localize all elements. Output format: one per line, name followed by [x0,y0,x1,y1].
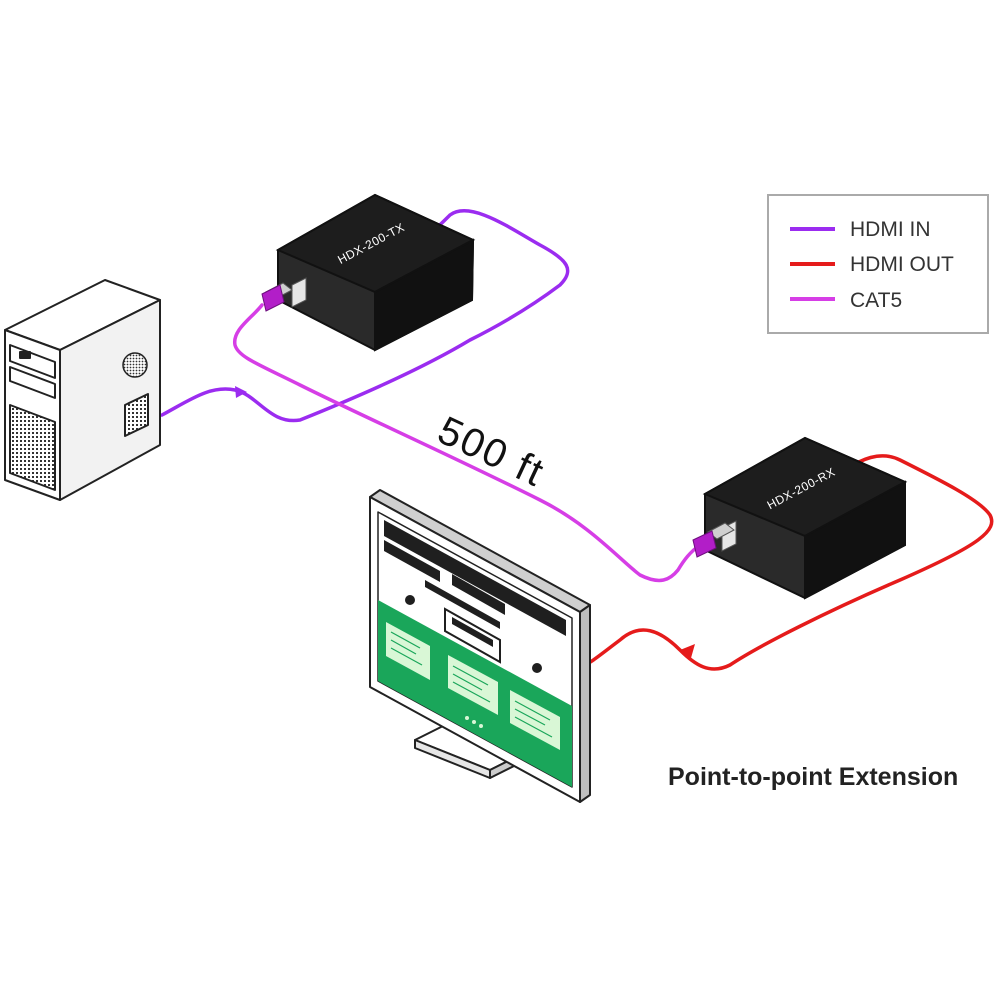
legend: HDMI IN HDMI OUT CAT5 [767,194,989,334]
hdmi-in-arrow [235,386,247,398]
legend-label-cat5: CAT5 [850,289,902,312]
hdmi-out-cable [578,454,994,671]
pc-tower [4,279,161,501]
hdmi-in-cable [160,209,570,423]
receiver-device [702,436,908,600]
tx-cat5-connector [261,282,293,312]
legend-label-hdmi-out: HDMI OUT [850,253,954,276]
cat5-cable [233,303,702,583]
distance-label: 500 ft [431,408,551,495]
screen-content [378,520,572,787]
front-grille [9,404,56,491]
rx-cat5-connector [692,522,735,558]
diagram-caption: Point-to-point Extension [668,763,958,791]
legend-label-hdmi-in: HDMI IN [850,218,931,241]
hdmi-out-arrow [680,644,695,658]
fan-icon [122,352,148,378]
transmitter-device [275,193,476,352]
